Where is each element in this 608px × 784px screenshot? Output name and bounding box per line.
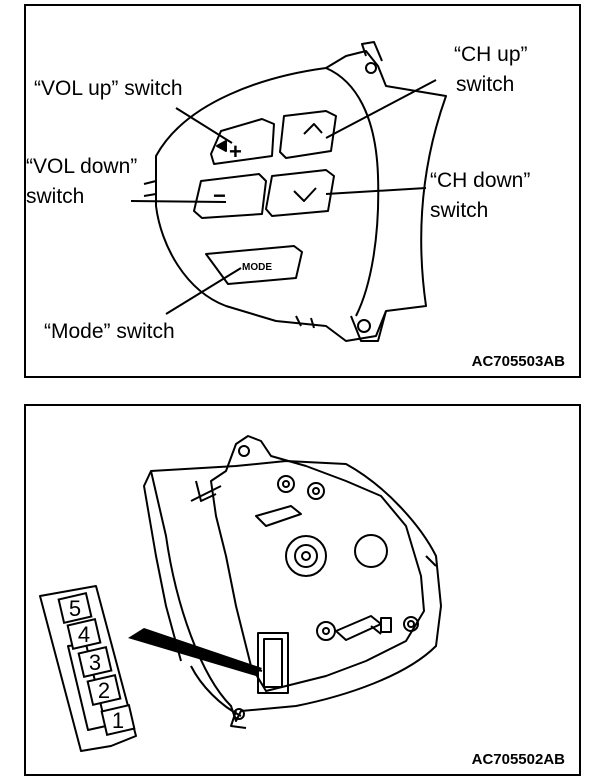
- pin-label-5: 5: [69, 596, 81, 621]
- rear-housing-outline: [150, 460, 442, 722]
- slot-1: [255, 505, 302, 527]
- screw-4: [403, 616, 419, 632]
- vol-down-label-line1: “VOL down”: [26, 155, 138, 178]
- pin-diagram-outline: [39, 585, 137, 752]
- ch-up-leader: [325, 79, 437, 139]
- ch-down-button-shape: [265, 169, 335, 217]
- vol-down-label-line2: switch: [26, 185, 85, 208]
- plus-glyph: +: [229, 139, 242, 164]
- connector-pointer-arrow: [128, 628, 262, 676]
- ch-down-leader: [325, 187, 427, 195]
- ch-down-chevron: [293, 187, 317, 202]
- pin-label-4: 4: [78, 622, 90, 647]
- vol-arrow-symbol: [216, 140, 227, 152]
- screw-2: [307, 482, 325, 500]
- housing-hole-bottom: [233, 708, 245, 720]
- housing-outline: [155, 50, 447, 342]
- round-boss: [354, 534, 388, 568]
- pin-label-2: 2: [98, 678, 110, 703]
- ch-down-label-line2: switch: [430, 199, 489, 222]
- housing-inner-curve: [325, 67, 380, 317]
- vol-down-leader: [130, 200, 227, 203]
- mount-hole-bottom: [357, 319, 371, 333]
- pin-label-3: 3: [89, 650, 101, 675]
- circuit-board-outline: [210, 435, 425, 692]
- ch-up-label-line1: “CH up”: [454, 43, 528, 66]
- board-connector: [257, 632, 289, 694]
- mode-leader: [165, 267, 242, 315]
- ch-up-button-shape: [279, 110, 337, 159]
- figure-code-bottom: AC705502AB: [471, 751, 565, 768]
- switch-front-illustration: + − MODE: [130, 41, 447, 342]
- minus-glyph: −: [213, 183, 226, 208]
- mode-label: “Mode” switch: [44, 320, 175, 343]
- screw-1: [277, 475, 295, 493]
- board-hole-top: [238, 445, 250, 457]
- vol-down-button-shape: [193, 173, 267, 219]
- vol-up-label: “VOL up” switch: [34, 77, 183, 100]
- switch-rear-view-panel: 5 4 3 2 1 AC705502AB: [24, 404, 581, 776]
- switch-rear-illustration: 5 4 3 2 1: [39, 435, 442, 752]
- vol-up-leader: [175, 107, 233, 144]
- mode-glyph: MODE: [242, 262, 272, 273]
- tab-detail: [380, 617, 392, 633]
- ch-up-chevron: [303, 123, 323, 135]
- ch-down-label-line1: “CH down”: [430, 169, 531, 192]
- vol-up-button-shape: [210, 118, 275, 165]
- screw-3: [316, 621, 336, 641]
- figure-code-top: AC705503AB: [471, 353, 565, 370]
- switch-front-view-panel: + − MODE “VOL up” switch “VOL down” swit…: [24, 4, 581, 378]
- pin-label-1: 1: [112, 708, 124, 733]
- pin-number-boxes: [57, 591, 136, 737]
- center-knob: [285, 535, 327, 577]
- ch-up-label-line2: switch: [456, 73, 515, 96]
- mount-hole-top: [365, 62, 377, 74]
